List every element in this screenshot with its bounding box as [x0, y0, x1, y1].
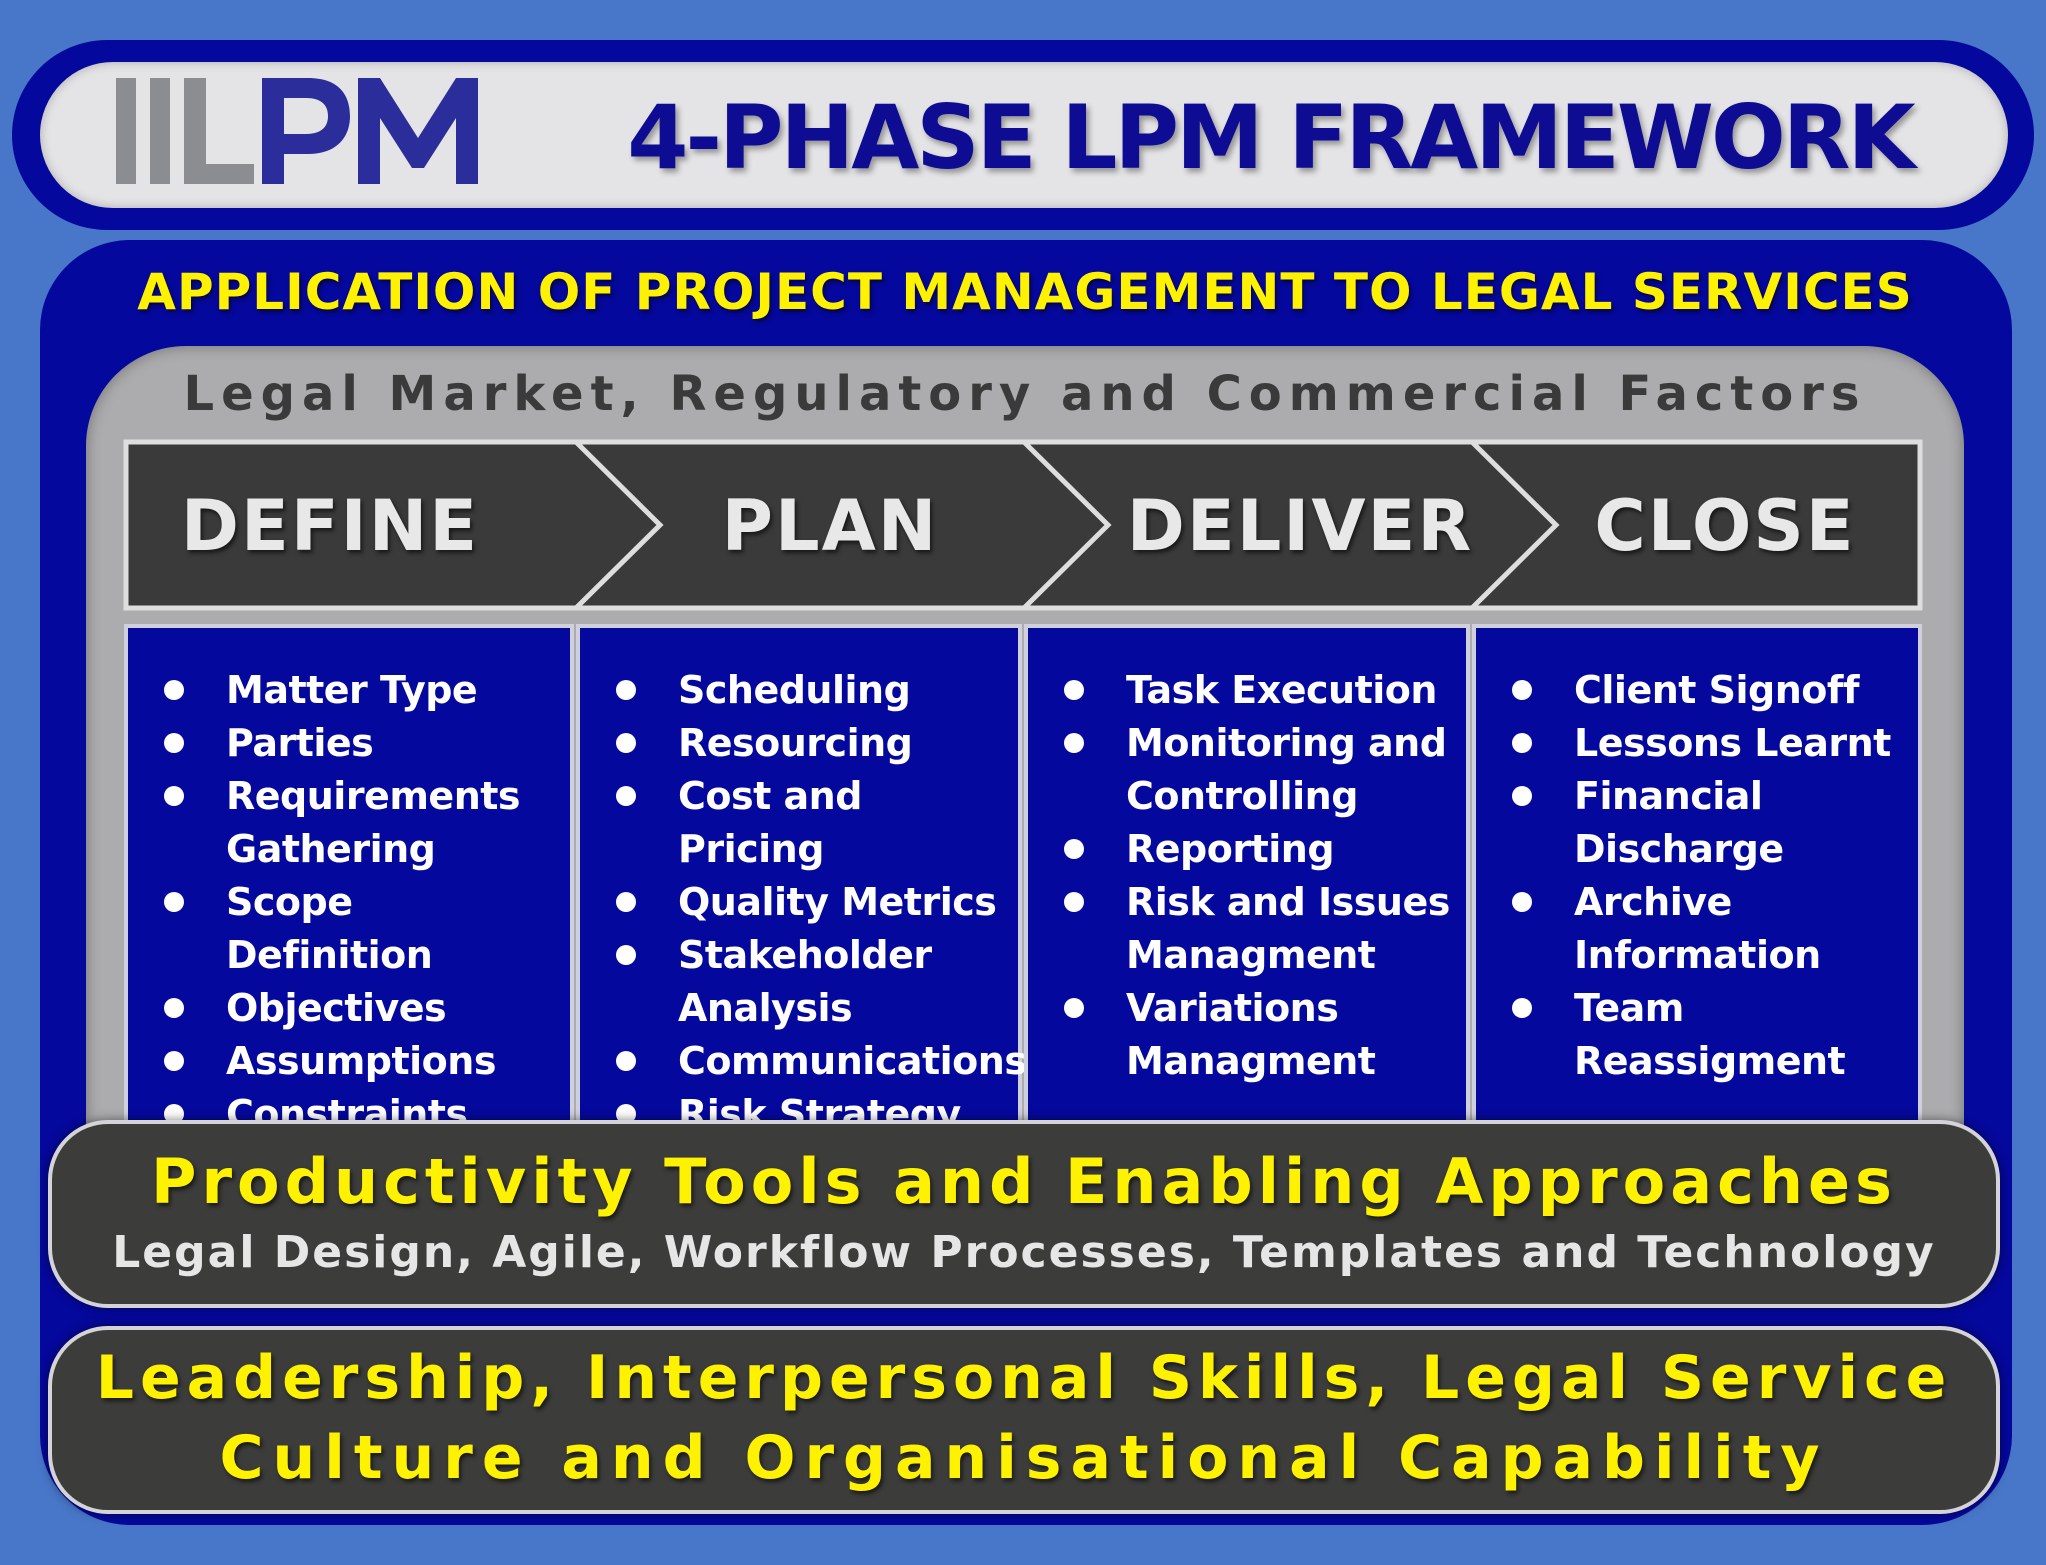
bullet-icon — [1512, 998, 1532, 1018]
phase-label-define: DEFINE — [180, 485, 480, 567]
list-item: Requirements Gathering — [158, 770, 560, 876]
list-item: Assumptions — [158, 1035, 560, 1088]
list-item: Reporting — [1058, 823, 1456, 876]
list-item: Team Reassigment — [1506, 982, 1908, 1088]
bullet-icon — [616, 680, 636, 700]
tools-banner — [48, 1120, 2000, 1308]
list-item: Resourcing — [610, 717, 1008, 770]
list-item: Quality Metrics — [610, 876, 1008, 929]
tools-subtitle: Legal Design, Agile, Workflow Processes,… — [112, 1227, 1936, 1278]
framework-subtitle: APPLICATION OF PROJECT MANAGEMENT TO LEG… — [137, 263, 1913, 321]
bullet-icon — [616, 1051, 636, 1071]
list-item: Lessons Learnt — [1506, 717, 1908, 770]
bullet-icon — [164, 733, 184, 753]
phase-label-plan: PLAN — [721, 485, 939, 567]
bullet-icon — [164, 998, 184, 1018]
leadership-banner — [48, 1326, 2000, 1514]
bullet-icon — [616, 1104, 636, 1124]
bullet-icon — [1512, 786, 1532, 806]
list-item: Parties — [158, 717, 560, 770]
phase-label-close: CLOSE — [1594, 485, 1856, 567]
list-item: Task Execution — [1058, 664, 1456, 717]
tools-title: Productivity Tools and Enabling Approach… — [151, 1145, 1897, 1218]
bullet-icon — [164, 786, 184, 806]
bullet-icon — [1064, 998, 1084, 1018]
bullet-icon — [616, 945, 636, 965]
list-item: Matter Type — [158, 664, 560, 717]
page-title: 4-PHASE LPM FRAMEWORK — [627, 86, 1915, 189]
list-item: Risk and Issues Managment — [1058, 876, 1456, 982]
bullet-icon — [616, 733, 636, 753]
bullet-icon — [1064, 733, 1084, 753]
bullet-icon — [1064, 892, 1084, 912]
leadership-line-1: Leadership, Interpersonal Skills, Legal … — [95, 1343, 1953, 1413]
bullet-icon — [164, 1104, 184, 1124]
list-item: Stakeholder Analysis — [610, 929, 1008, 1035]
list-item: Cost and Pricing — [610, 770, 1008, 876]
bullet-icon — [164, 680, 184, 700]
phase-column-define: Matter Type Parties Requirements Gatheri… — [124, 624, 574, 1184]
list-item: Communications — [610, 1035, 1027, 1088]
bullet-icon — [164, 892, 184, 912]
list-item: Scheduling — [610, 664, 1008, 717]
bullet-icon — [1512, 892, 1532, 912]
bullet-icon — [1512, 733, 1532, 753]
list-item: Client Signoff — [1506, 664, 1908, 717]
bullet-icon — [164, 1051, 184, 1071]
bullet-icon — [1064, 839, 1084, 859]
bullet-icon — [1064, 680, 1084, 700]
iilpm-logo — [116, 78, 478, 184]
phase-label-deliver: DELIVER — [1126, 485, 1474, 567]
list-item: Financial Discharge — [1506, 770, 1908, 876]
list-item: Scope Definition — [158, 876, 560, 982]
factors-label: Legal Market, Regulatory and Commercial … — [183, 366, 1867, 422]
leadership-line-2: Culture and Organisational Capability — [219, 1423, 1829, 1493]
phase-column-deliver: Task Execution Monitoring and Controllin… — [1024, 624, 1470, 1184]
bullet-icon — [1512, 680, 1532, 700]
list-item: Archive Information — [1506, 876, 1908, 982]
phase-column-plan: Scheduling Resourcing Cost and Pricing Q… — [576, 624, 1027, 1184]
list-item: Monitoring and Controlling — [1058, 717, 1456, 823]
list-item: Objectives — [158, 982, 560, 1035]
phase-column-close: Client Signoff Lessons Learnt Financial … — [1472, 624, 1922, 1184]
bullet-icon — [616, 892, 636, 912]
list-item: Variations Managment — [1058, 982, 1456, 1088]
bullet-icon — [616, 786, 636, 806]
